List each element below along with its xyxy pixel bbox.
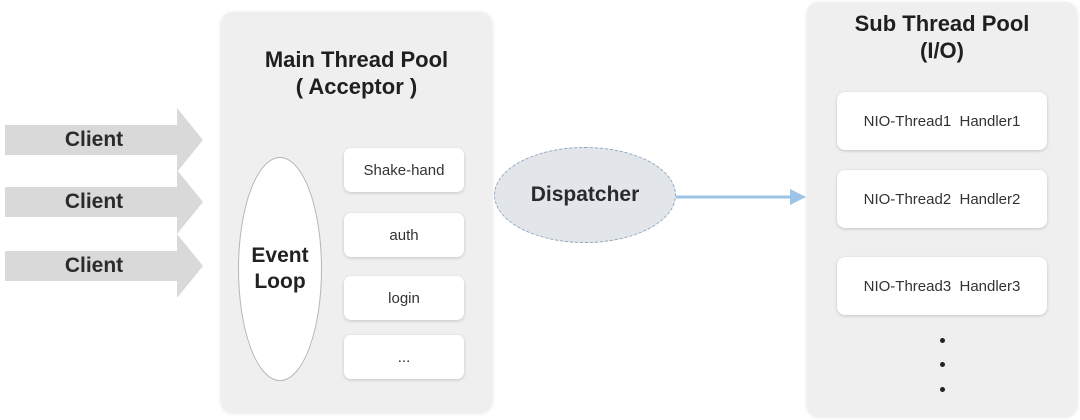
block-arrow-icon <box>5 170 203 234</box>
task-ellipsis: ... <box>344 335 464 379</box>
block-arrow-icon <box>5 108 203 172</box>
main-pool-title-line1: Main Thread Pool <box>264 47 449 72</box>
client-label: Client <box>64 128 124 151</box>
continuation-dot <box>940 387 945 392</box>
sub-pool-title-line2: (I/O) <box>920 38 964 63</box>
handler-box-2: NIO-Thread2 Handler2 <box>837 170 1047 228</box>
handler-box-1: NIO-Thread1 Handler1 <box>837 92 1047 150</box>
block-arrow-icon <box>5 234 203 298</box>
connector-arrow-icon <box>676 189 806 205</box>
task-login: login <box>344 276 464 320</box>
handler-box-3: NIO-Thread3 Handler3 <box>837 257 1047 315</box>
main-pool-title-line2: ( Acceptor ) <box>295 74 418 99</box>
continuation-dot <box>940 362 945 367</box>
task-shake-hand: Shake-hand <box>344 148 464 192</box>
client-label: Client <box>64 254 124 277</box>
client-arrow-2: Client <box>5 170 205 234</box>
dispatcher: Dispatcher <box>494 147 676 243</box>
task-auth: auth <box>344 213 464 257</box>
continuation-dot <box>940 338 945 343</box>
client-arrow-1: Client <box>5 108 205 172</box>
client-label: Client <box>64 190 124 213</box>
client-arrow-3: Client <box>5 234 205 298</box>
sub-pool-title-line1: Sub Thread Pool <box>854 11 1030 36</box>
event-loop-line2: Loop <box>254 270 306 293</box>
event-loop: Event Loop <box>238 157 322 381</box>
event-loop-line1: Event <box>251 244 309 267</box>
